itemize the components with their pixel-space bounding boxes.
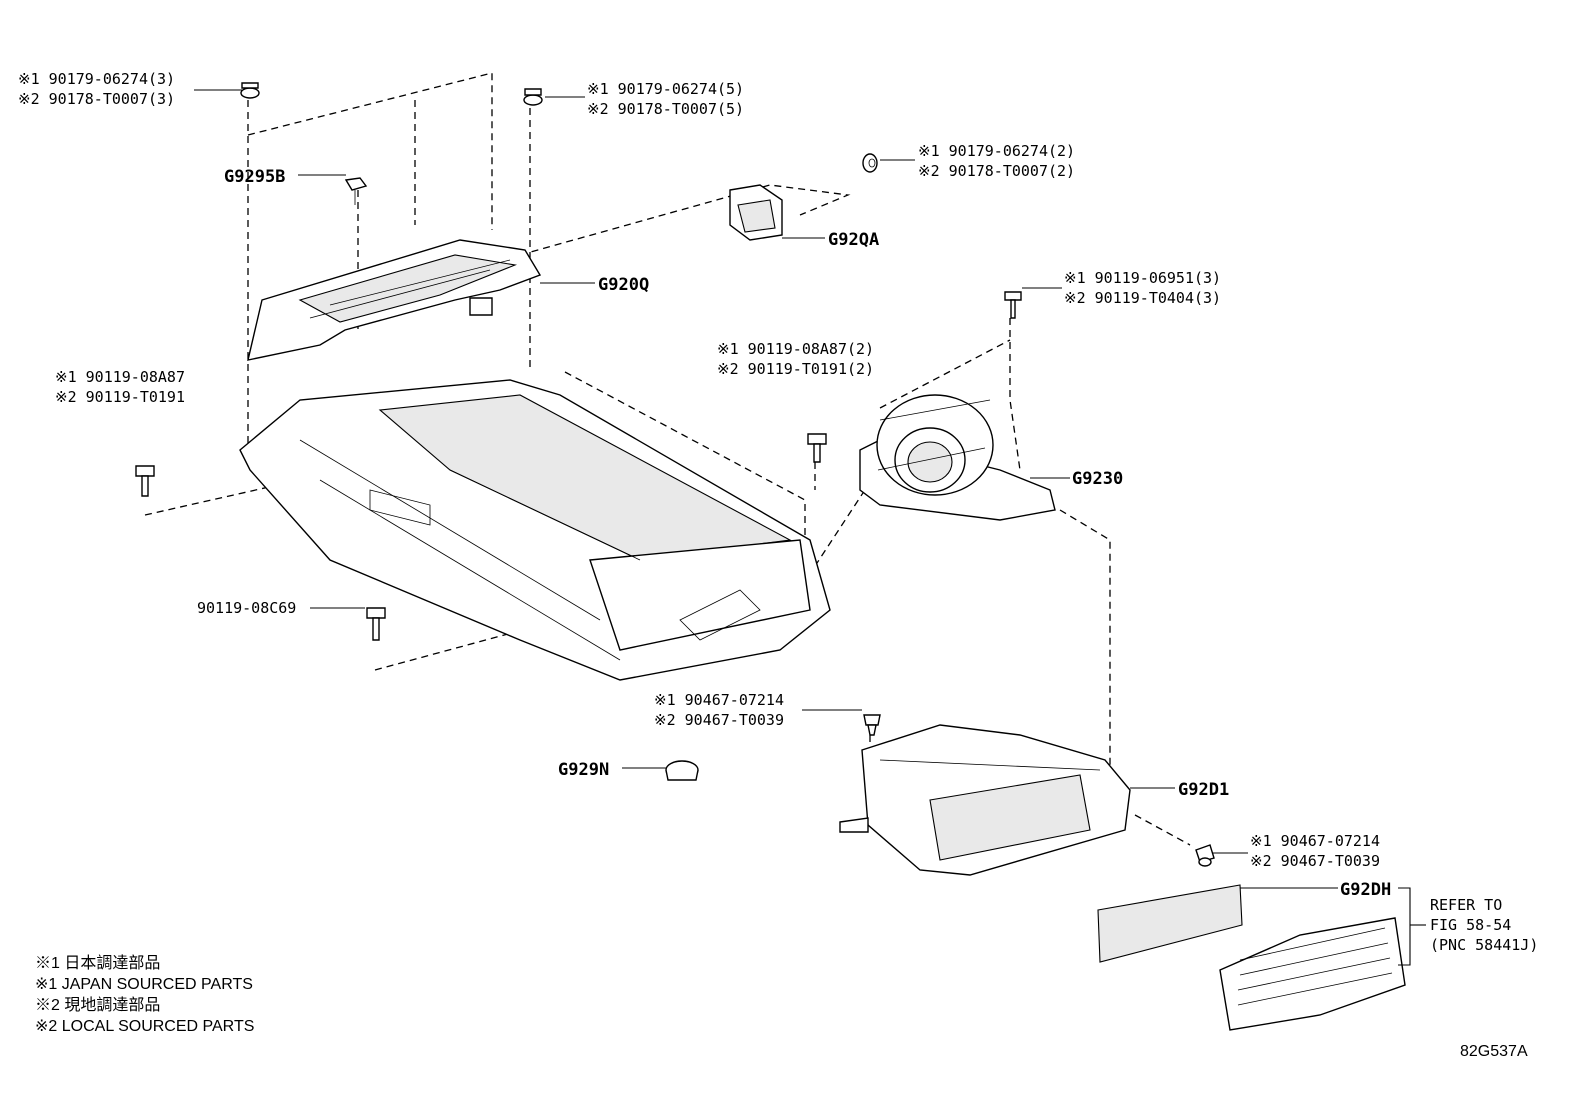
nut-top-center (523, 88, 543, 106)
label-clip-right-1: ※1 90467-07214 (1250, 832, 1380, 850)
label-clip-center-1: ※1 90467-07214 (654, 691, 784, 709)
legend-line-2: ※1 JAPAN SOURCED PARTS (35, 976, 253, 993)
label-center-bolt-1: ※1 90119-08A87(2) (717, 340, 874, 358)
blower-fan-part (859, 394, 1056, 521)
reference-note-line-1: REFER TO (1430, 896, 1502, 914)
bolt-center (807, 433, 827, 463)
code-blower-fan: G9230 (1072, 469, 1123, 489)
label-single-bolt: 90119-08C69 (197, 599, 296, 617)
code-filter: G92DH (1340, 880, 1391, 900)
duct-part (839, 724, 1131, 876)
clip-center (863, 714, 881, 736)
code-bracket-clip: G9295B (224, 167, 285, 187)
label-right-bolt-2: ※2 90119-T0404(3) (1064, 289, 1221, 307)
code-small-bracket: G92QA (828, 230, 879, 250)
label-center-bolt-2: ※2 90119-T0191(2) (717, 360, 874, 378)
code-cover-panel: G920Q (598, 275, 649, 295)
label-top-left-1: ※1 90179-06274(3) (18, 70, 175, 88)
reference-note-line-2: FIG 58-54 (1430, 916, 1511, 934)
legend-line-1: ※1 日本調達部品 (35, 954, 160, 972)
bolt-right-top (1004, 291, 1022, 319)
bracket-clip-part (344, 177, 368, 205)
cover-panel-part (247, 239, 542, 361)
label-clip-right-2: ※2 90467-T0039 (1250, 852, 1380, 870)
small-bracket-part (729, 184, 783, 241)
label-top-right-1: ※1 90179-06274(2) (918, 142, 1075, 160)
label-clip-center-2: ※2 90467-T0039 (654, 711, 784, 729)
label-left-bolt-2: ※2 90119-T0191 (55, 388, 185, 406)
grille-part (1219, 917, 1406, 1031)
clip-right (1195, 844, 1215, 867)
grommet-part (665, 760, 699, 781)
legend-line-4: ※2 LOCAL SOURCED PARTS (35, 1018, 254, 1035)
battery-tray-part (239, 379, 831, 681)
code-duct: G92D1 (1178, 780, 1229, 800)
filter-part (1097, 884, 1243, 963)
leader-lines (194, 89, 1426, 966)
code-grommet: G929N (558, 760, 609, 780)
bolt-single (366, 607, 386, 641)
label-top-left-2: ※2 90178-T0007(3) (18, 90, 175, 108)
bolt-left (135, 465, 155, 497)
nut-top-left (240, 82, 260, 99)
nut-top-right (862, 153, 878, 173)
figure-id: 82G537A (1460, 1043, 1528, 1060)
label-right-bolt-1: ※1 90119-06951(3) (1064, 269, 1221, 287)
reference-note-line-3: (PNC 58441J) (1430, 936, 1538, 954)
label-top-right-2: ※2 90178-T0007(2) (918, 162, 1075, 180)
legend-line-3: ※2 現地調達部品 (35, 996, 160, 1014)
label-top-center-2: ※2 90178-T0007(5) (587, 100, 744, 118)
label-left-bolt-1: ※1 90119-08A87 (55, 368, 185, 386)
label-top-center-1: ※1 90179-06274(5) (587, 80, 744, 98)
